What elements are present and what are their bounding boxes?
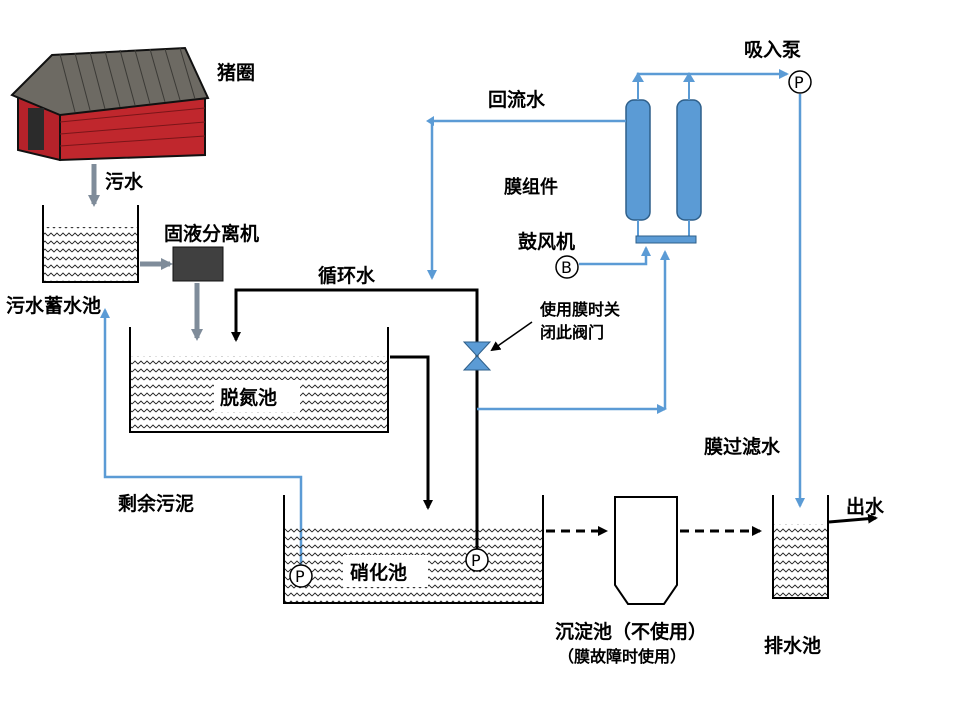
valve-note-pointer [490, 321, 533, 352]
separator-label: 固液分离机 [164, 222, 259, 245]
aeration-diffuser [635, 235, 697, 244]
svg-text:B: B [561, 258, 572, 277]
suction-pump-icon[interactable]: P [788, 70, 812, 94]
membrane-module-label: 膜组件 [503, 176, 558, 198]
drain-tank-label: 排水池 [764, 634, 821, 657]
sedimentation-label-line1: 沉淀池（不使用） [555, 620, 707, 643]
nitrification-label: 硝化池 [350, 561, 407, 584]
circulating-water-label: 循环水 [318, 264, 376, 287]
circulation-pump-icon[interactable]: P [465, 548, 489, 572]
blower-label: 鼓风机 [518, 230, 575, 253]
drain-tank [772, 495, 829, 599]
suction-pump-label: 吸入泵 [744, 39, 801, 61]
svg-text:P: P [794, 73, 804, 92]
nitrification-tank [283, 495, 544, 604]
solid-liquid-separator [172, 246, 224, 282]
valve-note-line1: 使用膜时关 [539, 300, 620, 319]
sedimentation-label-line2: （膜故障时使用） [558, 647, 686, 666]
circulating-water-line [231, 288, 479, 522]
denitrification-to-nitrification-line [390, 355, 433, 510]
membrane-column-right [676, 99, 702, 221]
filtered-water-label: 膜过滤水 [703, 435, 781, 458]
sludge-pump-icon[interactable]: P [289, 564, 313, 588]
outflow-arrow [828, 513, 878, 524]
residual-sludge-label: 剩余污泥 [118, 492, 194, 515]
valve-note-line2: 闭此阀门 [540, 323, 604, 342]
sewage-label: 污水 [105, 171, 144, 193]
membrane-column-left [625, 99, 651, 221]
outflow-label: 出水 [846, 495, 885, 518]
return-water-label: 回流水 [488, 88, 546, 111]
permeate-line [636, 69, 789, 82]
sewage-tank-label: 污水蓄水池 [6, 294, 101, 317]
valve-icon[interactable] [462, 341, 492, 371]
denitrification-label: 脱氮池 [220, 386, 277, 409]
denitrification-tank [129, 327, 389, 433]
svg-text:P: P [471, 551, 481, 570]
air-supply-line [579, 246, 651, 266]
membrane-module [625, 82, 702, 244]
return-water-line [427, 119, 626, 280]
sewage-tank [42, 205, 139, 283]
svg-text:P: P [295, 567, 305, 586]
blower-icon[interactable]: B [555, 255, 579, 279]
pigsty-label: 猪圈 [216, 62, 255, 84]
pigsty-barn-icon [10, 46, 210, 162]
sedimentation-tank [614, 496, 678, 605]
residual-sludge-line [100, 308, 303, 565]
